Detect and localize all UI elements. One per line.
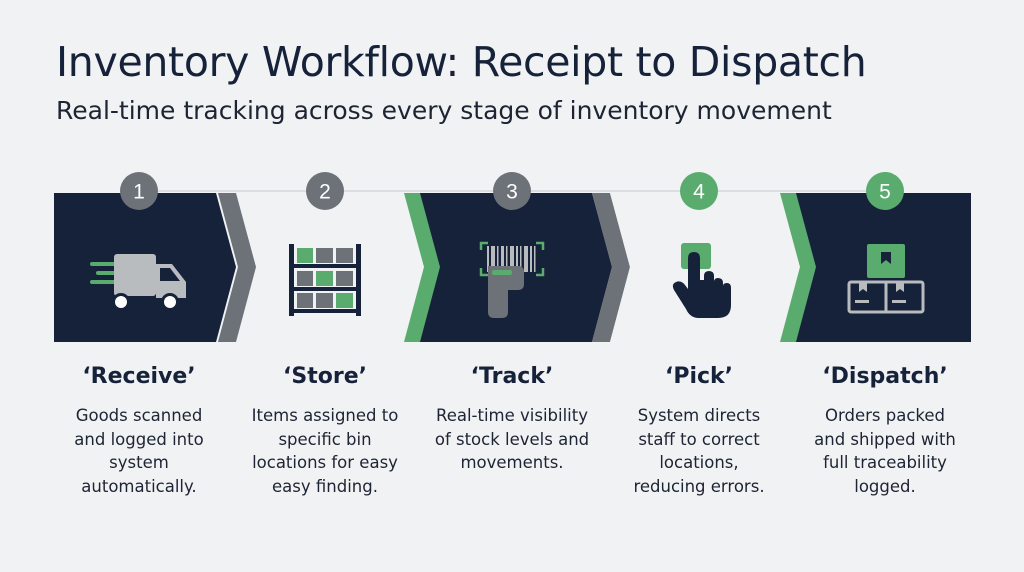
page-title: Inventory Workflow: Receipt to Dispatch [56, 38, 867, 86]
step-2-chevron [404, 193, 442, 342]
step-5-description: Orders packed and shipped with full trac… [814, 406, 956, 496]
packages-icon [847, 244, 925, 314]
step-5-badge: 5 [866, 172, 904, 210]
step-4-number: 4 [693, 181, 705, 204]
step-2-description: Items assigned to specific bin locations… [251, 406, 399, 496]
step-4-description: System directs staff to correct location… [633, 406, 765, 496]
step-3-description: Real-time visibility of stock levels and… [434, 406, 590, 472]
barcode-scanner-icon [479, 241, 545, 318]
step-4-label: ‘Pick’ [664, 364, 734, 389]
step-3-badge: 3 [493, 172, 531, 210]
step-4-badge: 4 [680, 172, 718, 210]
step-3-number: 3 [506, 181, 518, 204]
step-1-number: 1 [133, 181, 145, 204]
step-3-label: ‘Track’ [470, 364, 554, 389]
step-2-label: ‘Store’ [283, 364, 367, 389]
page-subtitle: Real-time tracking across every stage of… [56, 96, 832, 125]
delivery-truck-icon [90, 254, 186, 311]
step-5-label: ‘Dispatch’ [822, 364, 948, 389]
hand-pointer-icon [672, 243, 731, 318]
step-4-chevron [780, 193, 818, 342]
step-2-badge: 2 [306, 172, 344, 210]
step-1-description: Goods scanned and logged into system aut… [74, 406, 204, 496]
step-1-label: ‘Receive’ [82, 364, 196, 389]
step-1-badge: 1 [120, 172, 158, 210]
step-2-number: 2 [319, 181, 331, 204]
storage-shelf-icon [289, 244, 361, 316]
step-5-number: 5 [879, 181, 891, 204]
step-1-chevron [218, 193, 256, 342]
step-3-chevron [592, 193, 630, 342]
